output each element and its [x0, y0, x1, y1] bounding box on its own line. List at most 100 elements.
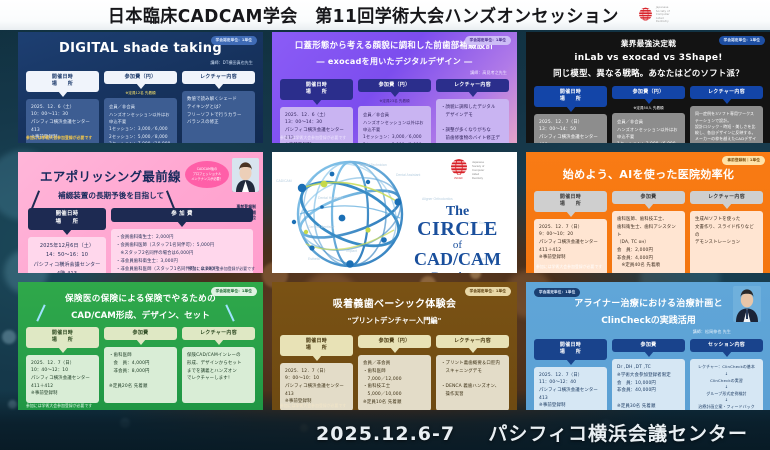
col-fee: 参 加 費 ・会員歯科衛生士：2,000円 ・会員歯科医師（スタッフ1名同伴可）…: [111, 208, 253, 273]
svg-text:Aided: Aided: [472, 172, 480, 176]
credit-badge: 学会認定単位：1単位: [210, 287, 257, 296]
logo-text-cadcam: CAD/CAM: [414, 249, 501, 269]
lecturer-name: 講師：高見考之先生: [470, 70, 507, 75]
lecturer-name: 講師：DT横田真也先生: [210, 60, 253, 65]
col-body: 生成AIソフトを使った 文書作り、スライド作りなどの デモンストレーション: [690, 211, 763, 273]
col-head: 参加費: [612, 191, 685, 205]
panel-footnote: 参加には学術大会参加登録が必要です: [280, 403, 347, 408]
col-head: 開催日時 場 所: [280, 79, 353, 100]
lecturer-name: 講師：松岡伸也 先生: [692, 329, 731, 334]
col-fee: 参加費 ・歯科医師 会 員：4,000円 非会員：8,000円 ※定員20名 先…: [104, 327, 177, 404]
col-body: 歯科医師、歯科技工士、 歯科衛生士、歯科アシスタント （DA, TC он） 会…: [612, 211, 685, 273]
footer-date: 2025.12.6-7: [316, 423, 456, 445]
panel-suction-denture[interactable]: 学会認定単位：1単位 吸着義歯ベーシック体験会 "プリントデンチャー入門編" 開…: [272, 282, 517, 410]
col-fee: 参加費（円） 会員／非会員 ・歯科医師 7,000／12,000 ・歯科技工士 …: [358, 335, 431, 410]
panel-footnote: 参加には学術大会参加登録が必要です: [280, 135, 347, 140]
col-subnote: ※定員12名 先着順: [125, 91, 156, 96]
logo-text-dentistry: Dentistry: [414, 269, 501, 273]
svg-text:Esthetic: Esthetic: [308, 257, 320, 261]
col-body: 2025．12．7（日） 13：00～14：50 パシフィコ横浜会議センター 4…: [534, 113, 607, 143]
col-head: 参加費（円）: [358, 79, 431, 93]
credit-badge: 学会認定単位：1単位: [464, 36, 511, 45]
panel-subtitle: CAD/CAM形成、デザイン、セット: [71, 311, 210, 321]
col-fee: 参加費（円） ※定員50人 先着順 会員／非会員 ハンズオンセッション以外はお申…: [612, 86, 685, 143]
col-lecture: レクチャー内容 ・プリント義歯概要＆口腔内 スキャニングデモ ・DENCA 義歯…: [436, 335, 509, 410]
panel-footnote: 参加には学術大会参加登録が必要です: [26, 403, 93, 408]
speech-bubble: CADCAM後の プロフェッショナル メンテナンスが必要！: [185, 161, 229, 188]
panel-title: 吸着義歯ベーシック体験会: [332, 299, 457, 310]
credit-badge: 学会認定単位：1単位: [210, 36, 257, 45]
col-datetime: 開催日時 場 所 2025．12．6（土） 10：00～11：30 パシフィコ横…: [26, 71, 99, 143]
col-subnote: ※定員23名 先着順: [379, 99, 410, 104]
panel-inlab-vs-exocad-vs-3shape[interactable]: 学会認定単位：1単位 業界最強決定戦 inLab vs exocad vs 3S…: [526, 32, 770, 143]
col-head: レクチャー内容: [436, 335, 509, 349]
svg-text:Cloud Services: Cloud Services: [476, 257, 499, 261]
panel-insurance-cadcam[interactable]: 学会認定単位：1単位 保険医の保険による保険でやるための CAD/CAM形成、デ…: [18, 282, 263, 410]
col-head: 参加費: [104, 327, 177, 341]
col-body: 会員／非会員 ハンズオンセッション以外はお申込不要 1セッション：3,000／6…: [612, 113, 685, 143]
svg-text:Aligner Orthodontics: Aligner Orthodontics: [422, 197, 453, 201]
panel-title-line2: inLab vs exocad vs 3Shape!: [574, 53, 723, 63]
panel-air-polishing[interactable]: 事前登録制 定員20名 先着順 学会認定単位：1単位 エアポリッシング最前線 補…: [18, 152, 263, 273]
col-datetime: 開催日時 場 所 2025．12．7（日） 9：00～10：10 パシフィコ横浜…: [280, 335, 353, 410]
col-body: ・顔貌に調和したデジタル デザインデモ ・調整が多くなりがちな 前歯修復物のバイ…: [436, 99, 509, 143]
panel-anterior-prosthetic-design[interactable]: 学会認定単位：1単位 口蓋形態から考える顔貌に調和した前歯部補綴設計 ― exo…: [272, 32, 517, 143]
footer-venue: パシフィコ横浜会議センター: [488, 423, 748, 445]
col-lecture: レクチャー内容 ・顔貌に調和したデジタル デザインデモ ・調整が多くなりがちな …: [436, 79, 509, 143]
panel-subtitle: "プリントデンチャー入門編": [347, 316, 442, 325]
col-lecture: レクチャー内容 生成AIソフトを使った 文書作り、スライド作りなどの デモンスト…: [690, 191, 763, 273]
lecturer-portrait: [232, 158, 259, 192]
col-head: 開催日時 場 所: [534, 191, 607, 212]
credit-badge: 学会認定単位：1単位: [718, 36, 765, 45]
col-datetime: 開催日時 場 所 2025．12．7（日） 9：00～10：20 パシフィコ横浜…: [534, 191, 607, 273]
logo-text-circle: CIRCLE: [417, 218, 498, 240]
svg-text:CAD/CAM: CAD/CAM: [276, 179, 292, 183]
panel-circle-of-cadcam-logo[interactable]: Dental Technician CAD/CAM Dental Assista…: [272, 152, 517, 273]
col-head: 開催日時 場 所: [280, 335, 353, 356]
svg-text:Dentistry: Dentistry: [472, 176, 484, 180]
panel-title-line3: 同じ模型、異なる戦略。あなたはどのソフト派？: [553, 68, 744, 78]
svg-text:General Dentistry: General Dentistry: [308, 225, 335, 229]
footer: 2025.12.6-7 パシフィコ横浜会議センター: [0, 419, 770, 446]
svg-text:Dental Hygienist: Dental Hygienist: [318, 196, 343, 200]
svg-text:Computer: Computer: [472, 168, 484, 172]
col-body: 2025．12．7（日） 9：00～10：20 パシフィコ横浜会議センター 41…: [534, 218, 607, 273]
col-head: 参加費（円）: [358, 335, 431, 349]
svg-text:JSCAD: JSCAD: [454, 176, 463, 180]
col-body: 2025．12．6（土） 13：00～14：30 パシフィコ横浜会議センター 4…: [280, 106, 353, 143]
col-lecture: レクチャー内容 同一症例を3ソフト専用ワークステーションで設計。 設計ロジック・…: [690, 86, 763, 143]
col-body: 同一症例を3ソフト専用ワークステーションで設計。 設計ロジック・時短・美しさを比…: [690, 106, 763, 143]
panel-title: 保険医の保険による保険でやるための: [65, 294, 216, 304]
jscad-sphere-icon: [637, 6, 654, 23]
col-body: レクチャー：ClinCheckの基本 ↓ ClinCheckの実習 ↓ グループ…: [690, 359, 763, 410]
col-body: 2025．12．7（日） 11：00～12：40 パシフィコ横浜会議センター 4…: [534, 366, 607, 410]
col-head: 参加費（円）: [612, 86, 685, 100]
col-datetime: 開催日時 場 所 2025．12．7（日） 13：00～14：50 パシフィコ横…: [534, 86, 607, 143]
col-head: 開催日時 場 所: [26, 327, 99, 348]
col-body: ・会員歯科衛生士：2,000円 ・会員歯科医師（スタッフ1名同伴可）：5,000…: [111, 228, 253, 273]
col-fee: 参加費 Dr ,DH ,DT ,TC ※学術大会参加登録者限定 会 員：10,0…: [612, 339, 685, 410]
col-head: レクチャー内容: [182, 327, 255, 341]
col-body: 2025．12．7（日） 10：40～12：10 パシフィコ横浜会議センター 4…: [26, 354, 99, 404]
col-body: 会員／非会員 ハンズオンセッション以外はお申込不要 1セッション：3,000／6…: [104, 98, 177, 143]
col-head: 開催日時 場 所: [26, 71, 99, 92]
col-head: レクチャー内容: [182, 71, 255, 85]
svg-text:Dental Surgeon: Dental Surgeon: [468, 221, 492, 225]
panel-subtitle: ― exocadを用いたデジタルデザイン ―: [316, 57, 473, 66]
logo-text-the: The: [445, 204, 470, 219]
col-body: Dr ,DH ,DT ,TC ※学術大会参加登録者限定 会 員：10,000円 …: [612, 359, 685, 410]
col-head: 参加費: [612, 339, 685, 353]
col-body: 会員／非会員 ハンズオンセッション以外はお申込不要 1セッション：3,000／6…: [358, 106, 431, 143]
panel-digital-shade-taking[interactable]: 学会認定単位：1単位 DIGITAL shade taking 講師：DT横田真…: [18, 32, 263, 143]
panel-aligner-clincheck[interactable]: 学会認定単位：1単位 アライナー治療における治療計画と ClinCheckの実践…: [526, 282, 770, 410]
panel-ai-clinic-efficiency[interactable]: 事前登録制｜1単位 始めよう、AIを使った医院効率化 開催日時 場 所 2025…: [526, 152, 770, 273]
panel-title: 始めよう、AIを使った医院効率化: [562, 168, 735, 181]
panel-subtitle: ClinCheckの実践活用: [601, 316, 696, 326]
col-lecture: レクチャー内容 数値で読み解くシェード テイキングとは？ フリーソフトで行うカラ…: [182, 71, 255, 143]
panel-title-line1: 業界最強決定戦: [620, 39, 677, 48]
lecturer-portrait: [733, 286, 761, 322]
col-fee: 参加費 歯科医師、歯科技工士、 歯科衛生士、歯科アシスタント （DA, TC о…: [612, 191, 685, 273]
svg-text:Dental Assistant: Dental Assistant: [396, 173, 420, 177]
